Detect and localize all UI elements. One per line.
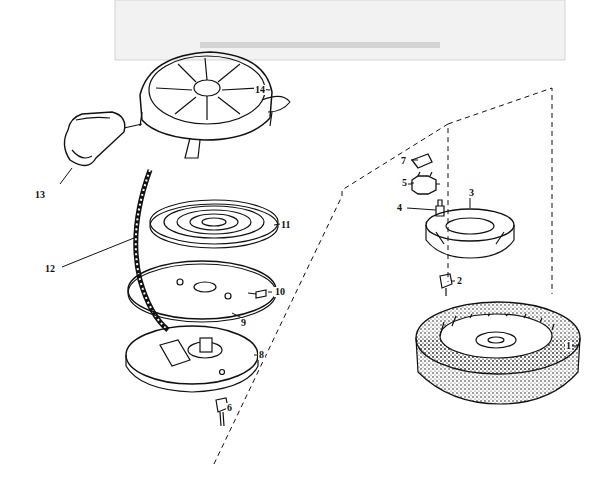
callout-number: 1 — [565, 341, 572, 351]
callout-number: 9 — [240, 318, 247, 328]
callout-number: 12 — [44, 264, 56, 274]
callout-number: 7 — [400, 156, 407, 166]
callout-number: 4 — [396, 203, 403, 213]
callout-number: 14 — [254, 85, 266, 95]
callout-number: 8 — [258, 350, 265, 360]
callout-number: 2 — [456, 276, 463, 286]
callout-number: 11 — [280, 220, 291, 230]
callout-number: 5 — [401, 178, 408, 188]
callout-number: 10 — [274, 287, 286, 297]
callout-number: 6 — [226, 403, 233, 413]
callout-number: 3 — [468, 188, 475, 198]
callout-number: 13 — [34, 190, 46, 200]
